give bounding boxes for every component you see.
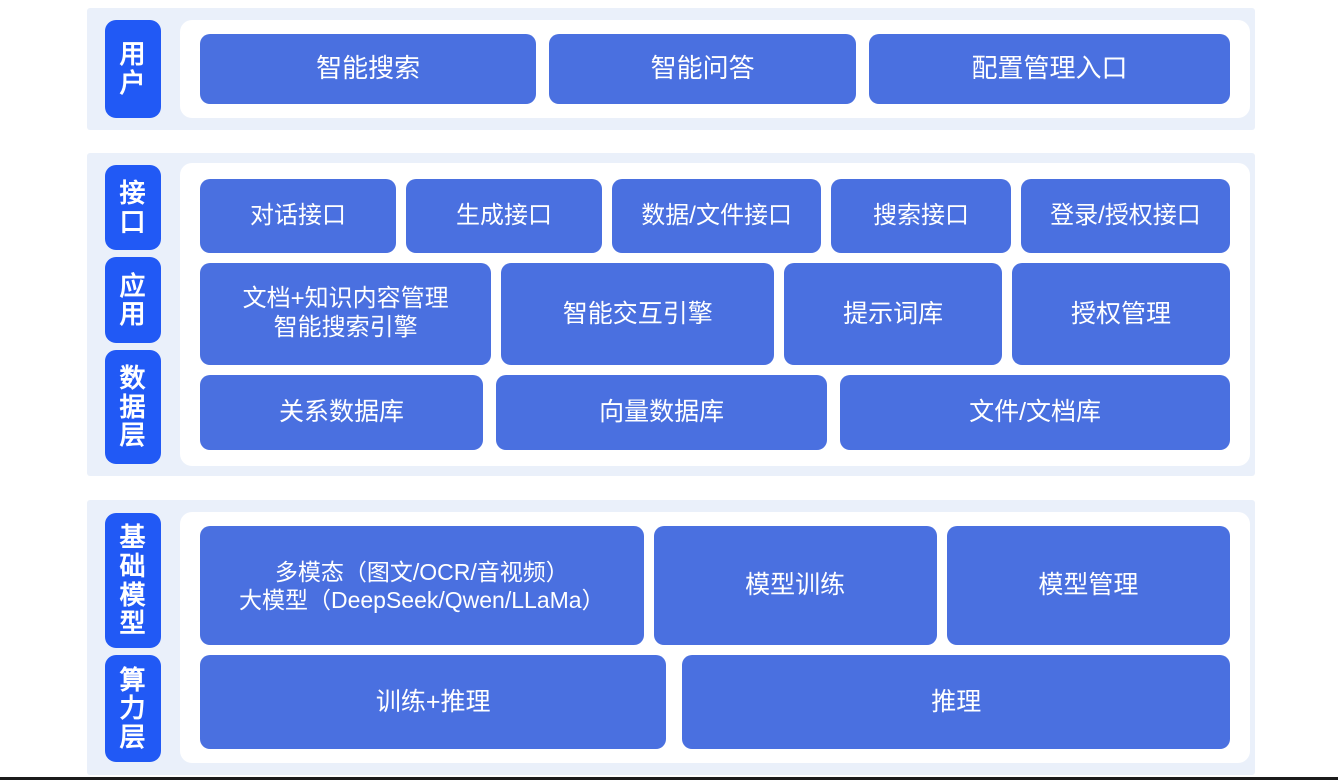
- tab-rail-base: 基础模型 算力层: [87, 500, 180, 775]
- card-authorization-management[interactable]: 授权管理: [1012, 262, 1230, 365]
- card-dialog-api[interactable]: 对话接口: [200, 179, 397, 253]
- card-intelligent-interaction-engine[interactable]: 智能交互引擎: [501, 262, 775, 365]
- compute-layer-row: 训练+推理 推理: [200, 655, 1230, 749]
- section-middle: 接口 应用 数据层 对话接口 生成接口 数据/文件接口 搜索接口 登录/授权接口…: [87, 153, 1255, 476]
- layer-tab-data[interactable]: 数据层: [105, 349, 161, 464]
- card-prompt-library[interactable]: 提示词库: [784, 262, 1003, 365]
- card-search-api[interactable]: 搜索接口: [831, 179, 1011, 253]
- card-model-training[interactable]: 模型训练: [653, 526, 937, 646]
- card-multimodal-large-model[interactable]: 多模态（图文/OCR/音视频） 大模型（DeepSeek/Qwen/LLaMa）: [200, 526, 644, 646]
- layer-tab-compute[interactable]: 算力层: [105, 655, 161, 762]
- card-inference[interactable]: 推理: [682, 655, 1230, 749]
- section-user: 用户 智能搜索 智能问答 配置管理入口: [87, 8, 1255, 130]
- card-training-plus-inference[interactable]: 训练+推理: [200, 655, 667, 749]
- card-vector-database[interactable]: 向量数据库: [496, 374, 828, 450]
- layer-tab-application-label: 应用: [119, 270, 147, 330]
- card-intelligent-qa[interactable]: 智能问答: [549, 34, 857, 104]
- layer-tab-user-label: 用户: [119, 39, 147, 98]
- bottom-divider: [0, 777, 1338, 780]
- layer-tab-compute-label: 算力层: [119, 664, 147, 752]
- layer-tab-data-label: 数据层: [119, 363, 147, 451]
- section-base: 基础模型 算力层 多模态（图文/OCR/音视频） 大模型（DeepSeek/Qw…: [87, 500, 1255, 775]
- layer-tab-application[interactable]: 应用: [105, 257, 161, 343]
- card-relational-database[interactable]: 关系数据库: [200, 374, 484, 450]
- card-file-document-store[interactable]: 文件/文档库: [840, 374, 1231, 450]
- card-data-file-api[interactable]: 数据/文件接口: [612, 179, 822, 253]
- data-layer-row: 关系数据库 向量数据库 文件/文档库: [200, 374, 1231, 450]
- interface-row: 对话接口 生成接口 数据/文件接口 搜索接口 登录/授权接口: [200, 179, 1230, 253]
- layer-tab-foundation-model[interactable]: 基础模型: [105, 513, 161, 649]
- application-row: 文档+知识内容管理 智能搜索引擎 智能交互引擎 提示词库 授权管理: [200, 262, 1230, 365]
- card-login-auth-api[interactable]: 登录/授权接口: [1020, 179, 1230, 253]
- card-model-management[interactable]: 模型管理: [946, 526, 1230, 646]
- card-generation-api[interactable]: 生成接口: [406, 179, 603, 253]
- card-config-management-entry[interactable]: 配置管理入口: [869, 34, 1231, 104]
- foundation-model-row: 多模态（图文/OCR/音视频） 大模型（DeepSeek/Qwen/LLaMa）…: [200, 526, 1230, 646]
- panel-base: 多模态（图文/OCR/音视频） 大模型（DeepSeek/Qwen/LLaMa）…: [180, 512, 1250, 763]
- layer-tab-user[interactable]: 用户: [105, 20, 161, 118]
- user-entry-row: 智能搜索 智能问答 配置管理入口: [200, 34, 1231, 104]
- layer-tab-interface[interactable]: 接口: [105, 165, 161, 251]
- layer-tab-interface-label: 接口: [119, 178, 147, 237]
- card-intelligent-search[interactable]: 智能搜索: [200, 34, 537, 104]
- panel-middle: 对话接口 生成接口 数据/文件接口 搜索接口 登录/授权接口 文档+知识内容管理…: [180, 163, 1250, 466]
- layer-tab-foundation-model-label: 基础模型: [119, 522, 147, 639]
- tab-rail-middle: 接口 应用 数据层: [87, 153, 180, 476]
- tab-rail-user: 用户: [87, 8, 180, 130]
- panel-user: 智能搜索 智能问答 配置管理入口: [180, 20, 1250, 118]
- card-doc-knowledge-and-search-engine[interactable]: 文档+知识内容管理 智能搜索引擎: [200, 262, 492, 365]
